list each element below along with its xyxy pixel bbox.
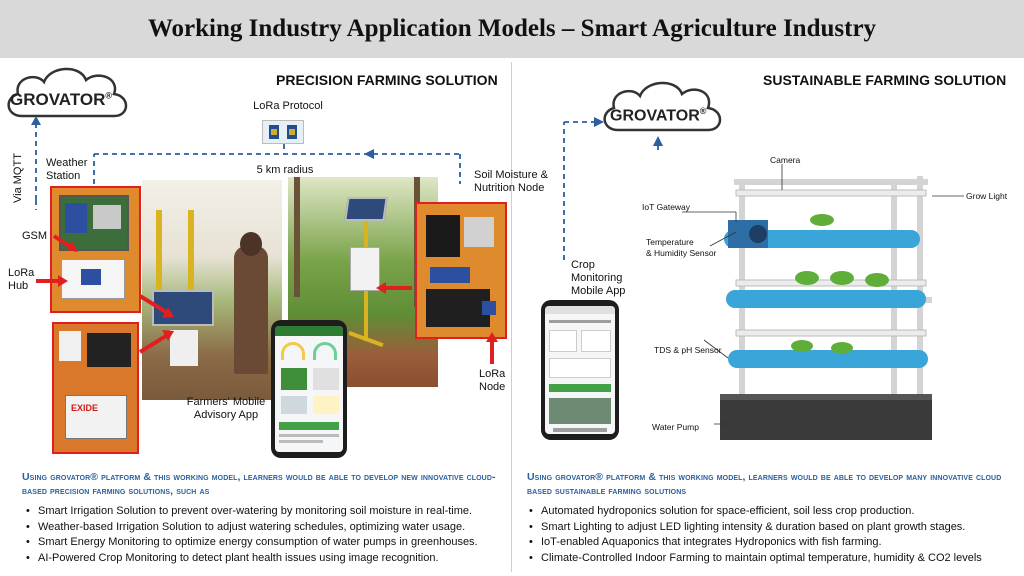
- temp-humidity-sensor-label: Temperature & Humidity Sensor: [646, 237, 717, 258]
- right-connection-lines: [563, 117, 663, 260]
- cloud-icon: [7, 67, 128, 118]
- field-weather-station-photo: [142, 180, 282, 400]
- crop-app-label: Crop Monitoring Mobile App: [571, 259, 626, 297]
- crop-app-screen: [545, 306, 615, 434]
- right-bullet-list: Automated hydroponics solution for space…: [527, 504, 982, 566]
- soil-node-box-outline: [415, 202, 507, 339]
- cloud-icon: [603, 81, 722, 132]
- battery-brand-label: EXIDE: [71, 403, 99, 413]
- power-box-outline: [52, 322, 139, 454]
- cloud-brand-label: GROVATOR: [610, 107, 700, 125]
- grovator-cloud-left: GROVATOR®: [2, 60, 134, 124]
- camera-label: Camera: [770, 155, 801, 165]
- farmers-app-phone: [271, 320, 347, 458]
- page-title: Working Industry Application Models – Sm…: [147, 15, 877, 42]
- section-divider: [511, 62, 512, 572]
- weather-station-box-outline: [50, 186, 141, 313]
- water-pump-label: Water Pump: [652, 422, 699, 432]
- list-item: Smart Irrigation Solution to prevent ove…: [24, 504, 478, 520]
- list-item: Automated hydroponics solution for space…: [527, 504, 982, 520]
- left-red-arrows: [36, 234, 498, 364]
- sustainable-farming-heading: SUSTAINABLE FARMING SOLUTION: [763, 72, 1007, 88]
- left-connection-lines: [31, 116, 461, 210]
- farmers-app-label: Farmers' Mobile Advisory App: [186, 396, 266, 421]
- gsm-label: GSM: [22, 230, 48, 242]
- hydroponic-rig-diagram: [632, 150, 1020, 452]
- radius-label: 5 km radius: [256, 164, 314, 176]
- list-item: Smart Lighting to adjust LED lighting in…: [527, 520, 982, 536]
- list-item: Smart Energy Monitoring to optimize ener…: [24, 535, 478, 551]
- left-bullet-list: Smart Irrigation Solution to prevent ove…: [24, 504, 478, 566]
- title-bar: Working Industry Application Models – Sm…: [0, 0, 1024, 58]
- left-lead-text: Using grovator® platform & this working …: [22, 471, 496, 497]
- lora-protocol-label: LoRa Protocol: [253, 100, 323, 112]
- list-item: AI-Powered Crop Monitoring to detect pla…: [24, 551, 478, 567]
- soil-node-label: Soil Moisture & Nutrition Node: [474, 169, 548, 194]
- iot-gateway-label: IoT Gateway: [642, 202, 691, 212]
- list-item: Climate-Controlled Indoor Farming to mai…: [527, 551, 982, 567]
- crop-app-phone: [541, 300, 619, 440]
- hydroponic-rig-illustration: [682, 164, 964, 440]
- farmers-app-screen: [275, 326, 343, 452]
- cloud-brand-label: GROVATOR: [10, 90, 106, 109]
- soil-node-box-photo: [416, 203, 506, 338]
- list-item: IoT-enabled Aquaponics that integrates H…: [527, 535, 982, 551]
- grovator-cloud-right: GROVATOR®: [598, 72, 728, 136]
- tds-ph-sensor-label: TDS & pH Sensor: [654, 345, 722, 355]
- lora-node-label: LoRa Node: [479, 368, 506, 393]
- grow-light-label: Grow Light: [966, 191, 1008, 201]
- weather-station-label: Weather Station: [46, 157, 88, 182]
- power-box-photo: EXIDE: [53, 323, 138, 453]
- lora-module-image: [262, 120, 304, 144]
- weather-station-box-photo: [51, 187, 140, 312]
- list-item: Weather-based Irrigation Solution to adj…: [24, 520, 478, 536]
- right-lead-text: Using grovator® platform & this working …: [527, 471, 1002, 497]
- lora-hub-label: LoRa Hub: [8, 267, 35, 292]
- precision-farming-heading: PRECISION FARMING SOLUTION: [276, 72, 498, 88]
